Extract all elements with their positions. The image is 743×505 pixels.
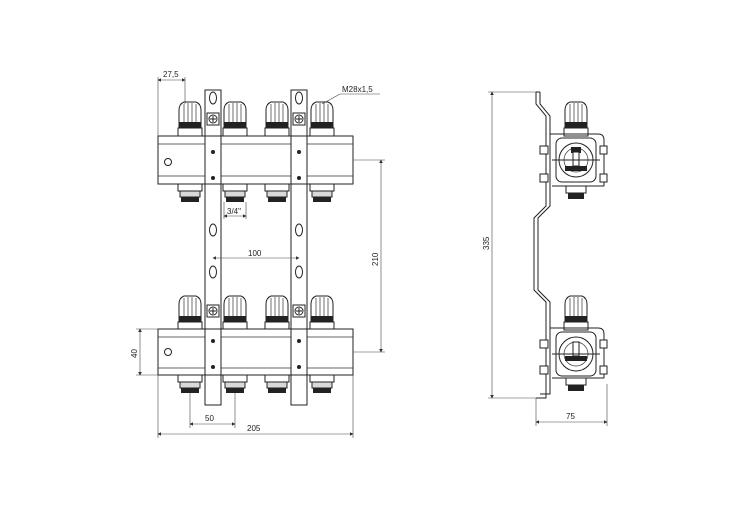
side-upper-assembly <box>539 101 608 199</box>
dimension-outlet-thread: 3/4" <box>223 202 247 219</box>
dimension-height-between-bars-label: 210 <box>371 252 380 266</box>
side-lower-assembly <box>539 295 608 391</box>
dimension-height-between-bars: 210 <box>353 159 385 353</box>
front-view: 27,5 M28x1,5 3/4" 100 210 40 <box>130 70 385 438</box>
dimension-total-height: 335 <box>482 91 536 399</box>
dimension-offset: 27,5 <box>157 70 186 136</box>
dimension-thread: M28x1,5 <box>321 85 380 105</box>
dimension-bracket-spacing-label: 100 <box>248 249 262 258</box>
dimension-total-width: 205 <box>157 375 354 438</box>
dimension-depth-label: 75 <box>566 412 575 421</box>
dimension-bar-height-label: 40 <box>130 349 139 358</box>
lower-manifold-bar <box>157 295 354 394</box>
upper-manifold-bar <box>157 101 354 203</box>
side-view: 335 75 <box>482 91 608 426</box>
dimension-depth: 75 <box>535 384 608 426</box>
dimension-thread-label: M28x1,5 <box>342 85 373 94</box>
dimension-offset-label: 27,5 <box>163 70 179 79</box>
dimension-outlet-pitch: 50 <box>189 393 236 428</box>
dimension-bar-height: 40 <box>130 328 158 376</box>
dimension-total-height-label: 335 <box>482 236 491 250</box>
dimension-outlet-thread-label: 3/4" <box>227 207 241 216</box>
dimension-total-width-label: 205 <box>247 424 261 433</box>
dimension-bracket-spacing: 100 <box>212 249 300 260</box>
side-mounting-bracket <box>533 92 551 399</box>
dimension-outlet-pitch-label: 50 <box>205 414 214 423</box>
